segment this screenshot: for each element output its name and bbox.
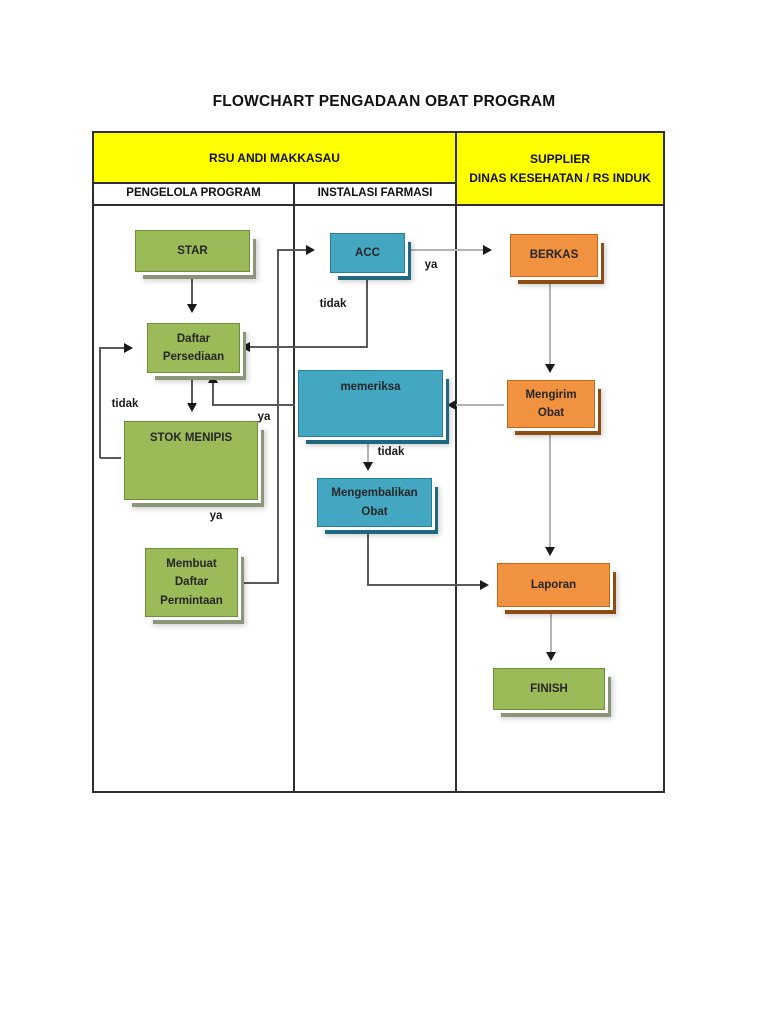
page-title: FLOWCHART PENGADAAN OBAT PROGRAM <box>212 93 556 110</box>
edge-mengirim-laporan-arrowhead <box>545 547 555 556</box>
edge-acc-tidak-horizontal <box>250 346 368 348</box>
edge-membuat-acc-bottom <box>238 582 279 584</box>
flow-node-laporan: Laporan <box>497 563 610 607</box>
header-rsu-andi-makkasau: RSU ANDI MAKKASAU <box>94 133 455 182</box>
column-header-instalasi-farmasi: INSTALASI FARMASI <box>317 187 433 199</box>
edge-memeriksa-ya-horizontal <box>213 404 298 406</box>
edge-laporan-finish <box>550 607 552 652</box>
flow-node-mengembalikan-obat: Mengembalikan Obat <box>317 478 432 527</box>
flow-node-star: STAR <box>135 230 250 272</box>
header-supplier: SUPPLIER DINAS KESEHATAN / RS INDUK <box>457 133 663 204</box>
edge-label-memeriksa-ya: ya <box>257 411 271 423</box>
edge-memeriksa-ya-arrowhead <box>208 374 218 383</box>
edge-mengembalikan-laporan-arrowhead <box>480 580 489 590</box>
lane-divider-farmasi <box>293 182 295 793</box>
edge-acc-berkas-arrowhead <box>483 245 492 255</box>
edge-memeriksa-ya-vertical <box>212 383 214 406</box>
edge-label-stok-ya: ya <box>209 510 223 522</box>
flow-node-daftar-persediaan: Daftar Persediaan <box>147 323 240 373</box>
subheader-underline <box>92 204 665 206</box>
edge-mengirim-memeriksa <box>456 404 507 406</box>
edge-memeriksa-mengembalikan <box>367 437 369 462</box>
edge-stok-loop-bottom <box>100 457 124 459</box>
lane-divider-supplier <box>455 131 457 793</box>
edge-memeriksa-mengembalikan-arrowhead <box>363 462 373 471</box>
edge-stok-loop-arrowhead <box>124 343 133 353</box>
edge-berkas-mengirim <box>549 277 551 364</box>
edge-berkas-mengirim-arrowhead <box>545 364 555 373</box>
edge-acc-tidak-vertical <box>366 273 368 347</box>
flow-node-acc: ACC <box>330 233 405 273</box>
edge-daftar-stok-arrowhead <box>187 403 197 412</box>
edge-acc-tidak-arrowhead <box>241 342 250 352</box>
edge-star-daftar <box>191 272 193 304</box>
column-header-pengelola-program: PENGELOLA PROGRAM <box>126 187 261 199</box>
flow-node-memeriksa: memeriksa <box>298 370 443 437</box>
edge-laporan-finish-arrowhead <box>546 652 556 661</box>
header-underline-left <box>92 182 456 184</box>
edge-label-stok-tidak: tidak <box>111 398 139 410</box>
edge-stok-loop-top <box>100 347 124 349</box>
edge-membuat-acc-riser <box>277 249 279 584</box>
edge-label-acc-tidak: tidak <box>319 298 347 310</box>
flow-node-membuat-daftar-permintaan: Membuat Daftar Permintaan <box>145 548 238 617</box>
edge-mengirim-memeriksa-arrowhead <box>447 400 456 410</box>
edge-acc-berkas <box>408 249 483 251</box>
flow-node-finish: FINISH <box>493 668 605 710</box>
flow-node-berkas: BERKAS <box>510 234 598 277</box>
edge-label-acc-ya: ya <box>424 259 438 271</box>
edge-label-memeriksa-tidak: tidak <box>377 446 405 458</box>
flow-node-stok-menipis: STOK MENIPIS <box>124 421 258 500</box>
flow-node-mengirim-obat: Mengirim Obat <box>507 380 595 428</box>
edge-mengembalikan-laporan-vertical <box>367 527 369 586</box>
edge-membuat-acc-top <box>278 249 306 251</box>
edge-membuat-acc-arrowhead <box>306 245 315 255</box>
edge-stok-loop-vertical <box>99 347 101 458</box>
edge-mengirim-laporan <box>549 428 551 547</box>
edge-mengembalikan-laporan-horizontal <box>368 584 480 586</box>
edge-star-daftar-arrowhead <box>187 304 197 313</box>
edge-daftar-stok <box>191 372 193 403</box>
